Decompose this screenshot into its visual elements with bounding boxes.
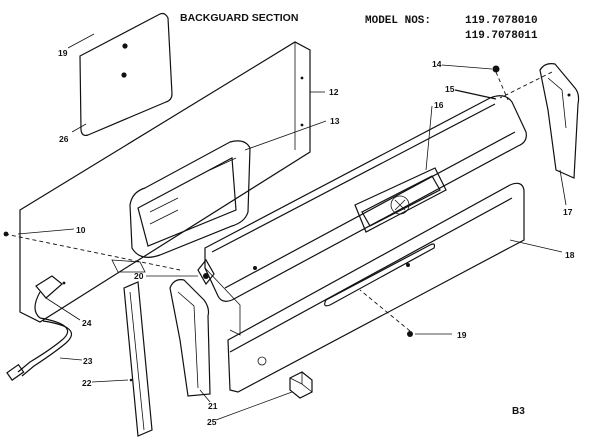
- control-panel: [204, 95, 527, 336]
- leader-lines: [17, 33, 567, 421]
- screw-bottom: [407, 331, 413, 337]
- part-label-26: 26: [59, 134, 69, 144]
- page-code: B3: [512, 406, 525, 417]
- part-label-10: 10: [76, 225, 86, 235]
- part-label-25: 25: [207, 417, 217, 427]
- part-label-13: 13: [330, 116, 340, 126]
- control-housing: [111, 140, 251, 273]
- part-label-17: 17: [563, 207, 573, 217]
- part-label-18: 18: [565, 250, 575, 260]
- part-label-22: 22: [82, 378, 92, 388]
- lower-console: [227, 182, 525, 393]
- part-label-19-top: 19: [58, 48, 68, 58]
- model-label: MODEL NOS:: [365, 15, 431, 27]
- part-label-16: 16: [434, 100, 444, 110]
- support-bracket: [123, 281, 153, 437]
- diagram-title: BACKGUARD SECTION: [180, 12, 298, 24]
- screw-top: [492, 65, 500, 73]
- right-end-cap: [539, 63, 580, 179]
- part-label-23: 23: [83, 356, 93, 366]
- part-label-14: 14: [432, 59, 442, 69]
- model-number-1: 119.7078010: [465, 15, 538, 27]
- part-label-19-bottom: 19: [457, 330, 467, 340]
- part-label-12: 12: [329, 87, 339, 97]
- model-number-2: 119.7078011: [465, 30, 538, 42]
- part-label-15: 15: [445, 84, 455, 94]
- cover-plate: [79, 12, 173, 137]
- part-label-20: 20: [134, 271, 144, 281]
- switch-block: [289, 371, 313, 399]
- part-label-24: 24: [82, 318, 92, 328]
- clip: [197, 258, 215, 286]
- left-end-cap: [169, 279, 211, 397]
- part-label-21: 21: [208, 401, 218, 411]
- power-cord: [6, 317, 72, 381]
- terminal-block: [34, 275, 63, 319]
- timer-clock: [354, 167, 447, 233]
